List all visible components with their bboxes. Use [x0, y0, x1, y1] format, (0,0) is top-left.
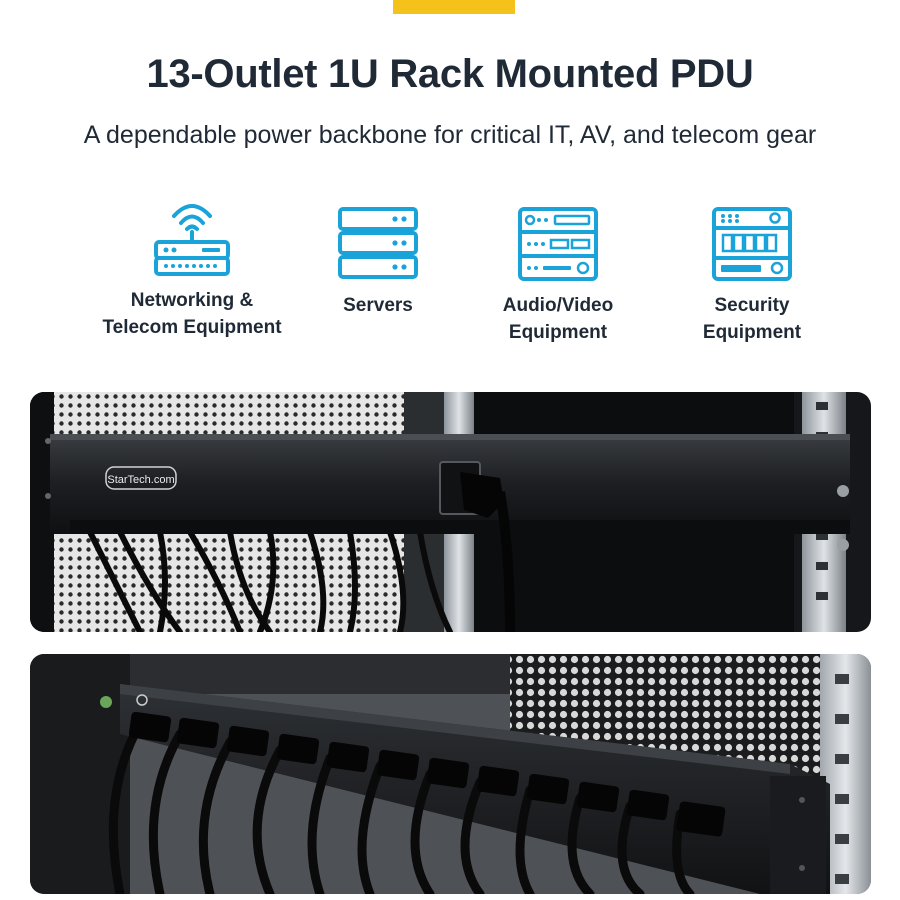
av-rack-icon	[517, 206, 599, 282]
accent-bar	[393, 0, 515, 14]
page-title: 13-Outlet 1U Rack Mounted PDU	[146, 52, 754, 96]
application-label-servers: Servers	[343, 295, 413, 316]
application-label-networking: Networking & Telecom Equipment	[102, 290, 282, 338]
security-rack-icon	[711, 206, 793, 282]
pdu-front-photo: StarTech.com	[30, 392, 871, 632]
pdu-rear-outlets-photo	[30, 654, 871, 894]
application-label-security: Security Equipment	[702, 295, 802, 343]
page-subtitle: A dependable power backbone for critical…	[83, 121, 817, 149]
server-icon	[337, 206, 419, 282]
startech-logo: StarTech.com	[107, 474, 174, 486]
router-icon	[152, 196, 232, 280]
application-label-av: Audio/Video Equipment	[502, 295, 614, 343]
